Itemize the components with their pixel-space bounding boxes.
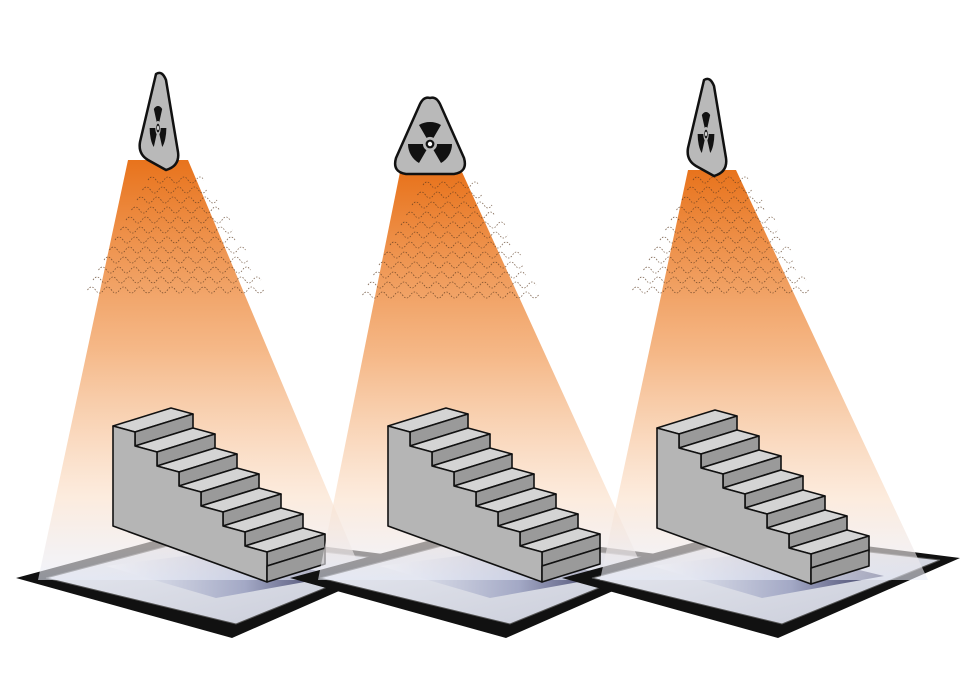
radiation-source (686, 77, 728, 178)
panel-right (562, 77, 960, 638)
radiation-trefoil-icon (149, 106, 167, 148)
radiation-trefoil-icon (408, 122, 452, 164)
step-wedge (387, 407, 601, 583)
panel-left (16, 71, 414, 638)
radiation-source (393, 96, 467, 176)
radiation-waves (87, 176, 264, 294)
step-wedge (112, 407, 326, 583)
step-wedge (656, 409, 870, 585)
radiation-source (138, 71, 180, 172)
radiation-trefoil-icon (697, 112, 715, 154)
panel-center (290, 96, 688, 638)
radiation-waves (362, 181, 539, 299)
radiation-waves (632, 176, 809, 294)
